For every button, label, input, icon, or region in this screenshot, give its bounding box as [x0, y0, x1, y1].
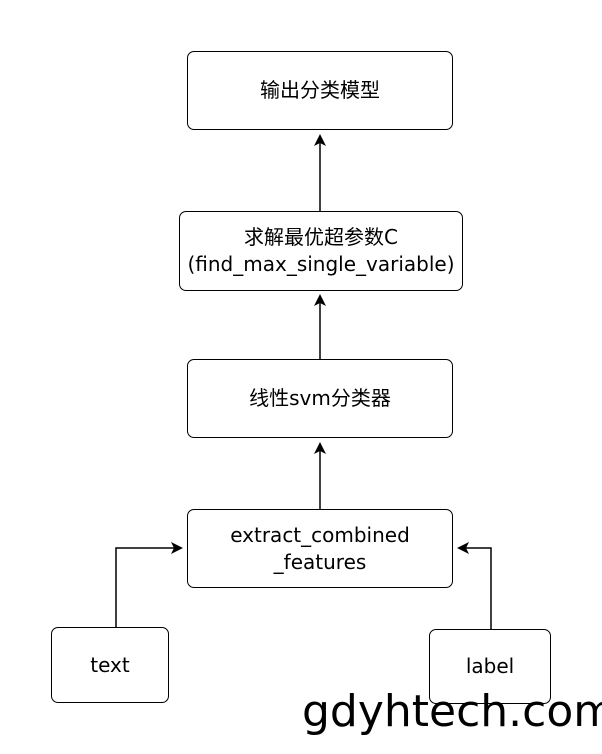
label-input-label: label	[465, 654, 515, 678]
text-input-node: text	[51, 627, 169, 703]
output-model-node: 输出分类模型	[187, 51, 453, 130]
arrow-text-to-extract	[115, 542, 183, 627]
extract-features-node: extract_combined _features	[187, 509, 453, 588]
output-model-label: 输出分类模型	[260, 78, 380, 102]
watermark-text: gdyhtech.com	[302, 686, 602, 737]
linear-svm-node: 线性svm分类器	[187, 359, 453, 438]
text-input-label: text	[90, 652, 130, 677]
solve-hyperparameter-label: 求解最优超参数C	[244, 225, 398, 249]
arrow-label-to-extract	[457, 542, 492, 629]
extract-features-label-line2: _features	[273, 549, 367, 574]
solve-function-label: (find_max_single_variable)	[187, 252, 455, 276]
label-input-node: label	[429, 629, 551, 704]
linear-svm-label: 线性svm分类器	[249, 386, 391, 410]
solve-hyperparameter-node: 求解最优超参数C (find_max_single_variable)	[179, 211, 463, 291]
extract-features-label-line1: extract_combined	[230, 522, 410, 547]
